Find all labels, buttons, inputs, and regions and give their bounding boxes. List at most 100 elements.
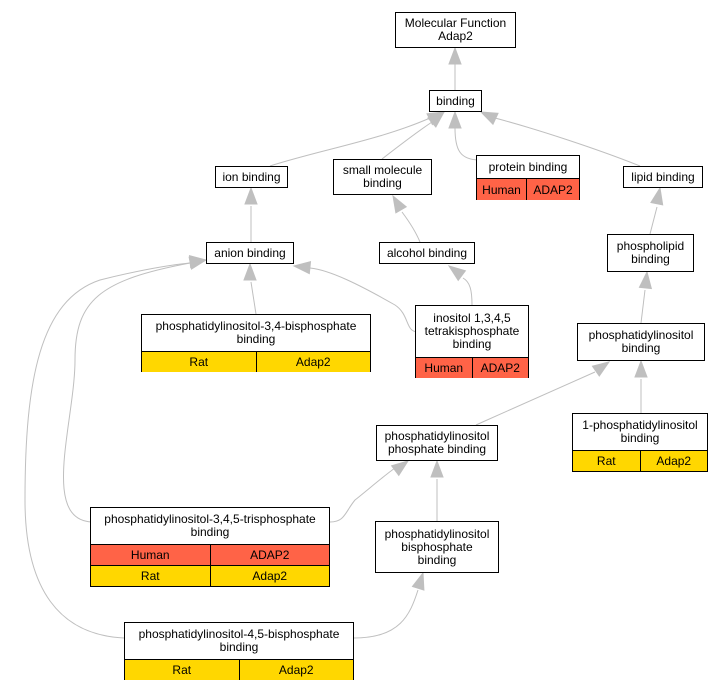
arrowhead-icon [479, 111, 499, 126]
arrowhead-icon [591, 361, 611, 377]
arrowhead-icon [634, 359, 648, 378]
node-label-line: lipid binding [631, 169, 695, 184]
node-label-line: anion binding [214, 245, 286, 260]
edge-protein-binding [448, 110, 481, 161]
edge-alcohol-binding [392, 194, 421, 243]
gene-cell: ADAP2 [526, 179, 579, 200]
arrowhead-icon [650, 186, 664, 206]
arrowhead-icon [292, 260, 312, 275]
edge-ip4-to-anion [292, 260, 419, 333]
node-label-line: inositol 1,3,4,5 [433, 311, 511, 325]
node-label: lipid binding [624, 167, 702, 187]
node-label-line: phosphate binding [387, 442, 487, 456]
node-label-line: binding [190, 525, 230, 539]
arrowhead-icon [392, 194, 408, 214]
gene-cell: ADAP2 [209, 545, 330, 565]
gene-cell: Adap2 [255, 352, 371, 372]
node-label: anion binding [207, 243, 293, 263]
node-label: ion binding [216, 167, 287, 187]
edge-binding-root [448, 46, 462, 90]
node-label-line: phosphatidylinositol [384, 526, 490, 541]
node-label-line: phosphatidylinositol [384, 429, 490, 443]
arrowhead-icon [448, 110, 462, 129]
node-label-line: ion binding [222, 169, 281, 184]
node-label-line: binding [631, 252, 670, 266]
node-label-line: phosphatidylinositol [588, 328, 694, 342]
edge-pip3-to-anion [63, 256, 208, 523]
node-label-line: Adap2 [438, 29, 473, 43]
arrowhead-icon [243, 262, 257, 281]
edge-line [250, 281, 257, 315]
node-label-line: binding [436, 93, 475, 108]
node-label-line: protein binding [488, 159, 568, 174]
annotation-row-rat: Rat Adap2 [91, 565, 329, 586]
edge-pi34bp-binding [243, 262, 257, 315]
edge-line [640, 289, 646, 324]
node-alcohol-binding[interactable]: alcohol binding [379, 242, 475, 264]
edge-line [494, 117, 641, 167]
gene-cell: Adap2 [209, 566, 330, 586]
node-label-line: binding [417, 552, 457, 567]
species-cell: Rat [172, 663, 192, 677]
edge-line [309, 267, 419, 333]
species-cell: Human [424, 361, 464, 375]
node-label: binding [430, 91, 481, 111]
annotation-row-human: Human ADAP2 [416, 357, 528, 378]
node-ion-binding[interactable]: ion binding [215, 166, 288, 188]
edge-line [63, 262, 191, 523]
arrowhead-icon [390, 460, 410, 477]
species-cell: Rat [596, 454, 616, 468]
node-pip3-binding[interactable]: phosphatidylinositol-3,4,5-trisphosphate… [90, 507, 330, 587]
node-binding[interactable]: binding [429, 90, 482, 112]
arrowhead-icon [447, 265, 467, 282]
arrowhead-icon [244, 186, 258, 205]
edge-ion-binding [269, 111, 446, 167]
edge-line [329, 467, 396, 523]
edge-line [649, 206, 658, 235]
node-label-line: small molecule [342, 163, 423, 177]
node-lipid-binding[interactable]: lipid binding [623, 166, 703, 188]
edge-line [462, 277, 473, 306]
edge-line [401, 211, 421, 243]
edge-line [381, 121, 433, 160]
node-label-line: Molecular Function [404, 16, 507, 30]
node-label-line: alcohol binding [386, 245, 468, 260]
edge-anion-binding [244, 186, 258, 242]
edge-pibp-binding [430, 459, 444, 521]
node-label-line: phosphatidylinositol-3,4-bisphosphate [155, 319, 357, 333]
arrowhead-icon [638, 270, 653, 290]
edge-lipid-binding [479, 111, 641, 167]
gene-cell: ADAP2 [471, 358, 529, 378]
edge-line [24, 262, 191, 639]
edge-line [454, 127, 481, 161]
node-label-line: tetrakisphosphate [424, 324, 520, 338]
arrowhead-icon [448, 46, 462, 65]
node-label-line: phosphatidylinositol-4,5-bisphosphate [138, 627, 340, 641]
species-cell: Rat [140, 569, 160, 583]
node-anion-binding[interactable]: anion binding [206, 242, 294, 264]
node-label-line: binding [363, 176, 402, 190]
